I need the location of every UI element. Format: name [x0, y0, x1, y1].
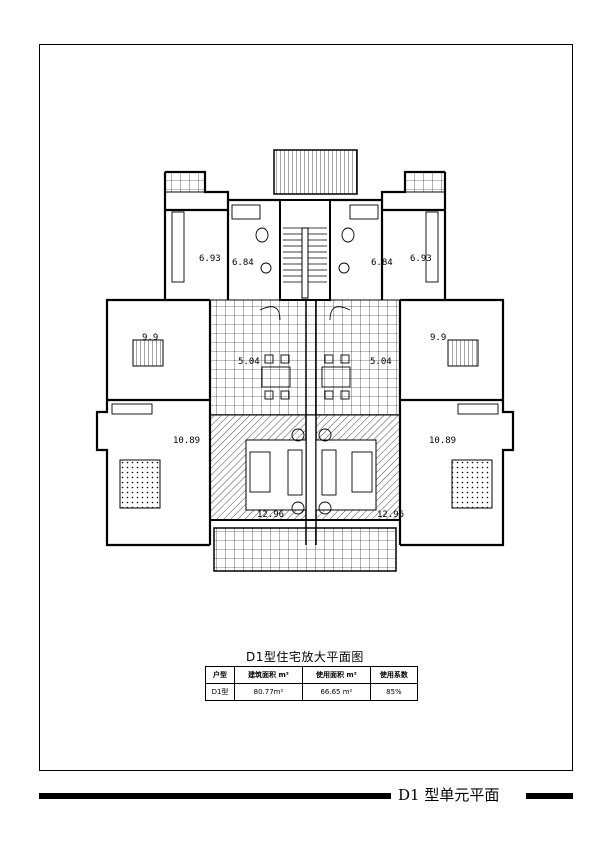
area-bedroom-small-left: 9.9 — [142, 333, 158, 343]
footer-bar-left — [39, 793, 391, 799]
area-bedroom-small-right: 9.9 — [430, 333, 446, 343]
table-cell: D1型 — [205, 683, 235, 701]
table-row: D1型 80.77m² 66.65 m² 85% — [205, 683, 419, 701]
area-living-left: 12.96 — [257, 510, 284, 520]
area-kitchen-left: 6.93 — [199, 254, 221, 264]
furniture — [111, 204, 499, 515]
area-living-right: 12.96 — [377, 510, 404, 520]
table-header-row: 户型 建筑面积 m² 使用面积 m² 使用系数 — [205, 666, 419, 684]
table-header-cell: 建筑面积 m² — [234, 666, 303, 684]
table-cell: 85% — [369, 683, 419, 701]
table-cell: 80.77m² — [234, 683, 303, 701]
area-bedroom-master-left: 10.89 — [173, 436, 200, 446]
table-header-cell: 户型 — [205, 666, 235, 684]
area-table: 户型 建筑面积 m² 使用面积 m² 使用系数 D1型 80.77m² 66.6… — [205, 666, 419, 701]
table-cell: 66.65 m² — [301, 683, 371, 701]
bottom-balcony — [213, 527, 397, 572]
footer-title: D1 型单元平面 — [398, 786, 500, 804]
area-dining-left: 5.04 — [238, 357, 260, 367]
drawing-frame — [39, 44, 573, 771]
living-floors — [209, 414, 401, 521]
area-dining-right: 5.04 — [370, 357, 392, 367]
kitchen-balconies — [164, 171, 446, 193]
area-bedroom-master-right: 10.89 — [429, 436, 456, 446]
area-kitchen-right: 6.93 — [410, 254, 432, 264]
top-balcony — [273, 149, 358, 195]
drawing-title: D1型住宅放大平面图 — [246, 650, 364, 664]
table-header-cell: 使用系数 — [369, 666, 419, 684]
footer-bar-right — [526, 793, 573, 799]
room-area-labels: 6.93 6.84 6.84 6.93 9.9 9.9 5.04 5.04 10… — [142, 254, 456, 520]
area-summary-block: D1型住宅放大平面图 户型 建筑面积 m² 使用面积 m² 使用系数 D1型 8… — [0, 648, 610, 728]
table-header-cell: 使用面积 m² — [301, 666, 371, 684]
area-bath-right: 6.84 — [371, 258, 393, 268]
area-bath-left: 6.84 — [232, 258, 254, 268]
